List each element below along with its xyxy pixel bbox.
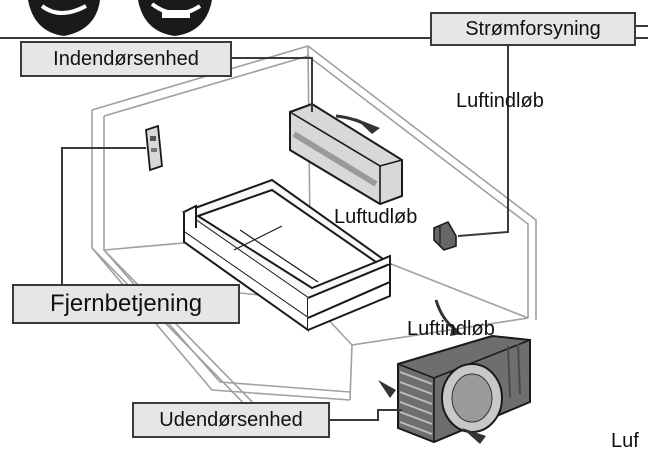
top-right-icon [138, 0, 212, 36]
top-left-icon [28, 0, 100, 36]
remote-control-label: Fjernbetjening [12, 284, 240, 324]
power-supply-label: Strømforsyning [430, 12, 636, 46]
air-outlet-label: Luftudløb [334, 206, 417, 229]
air-inlet-indoor-label: Luftindløb [456, 90, 544, 113]
outdoor-unit-label: Udendørsenhed [132, 402, 330, 438]
indoor-unit-label: Indendørsenhed [20, 41, 232, 77]
indoor-unit-illustration [290, 104, 402, 204]
remote-control-illustration [146, 126, 162, 170]
air-inlet-outdoor-label: Luftindløb [407, 318, 495, 341]
air-partial-label: Luf [611, 430, 639, 453]
pipe-outlet-illustration [434, 222, 456, 250]
